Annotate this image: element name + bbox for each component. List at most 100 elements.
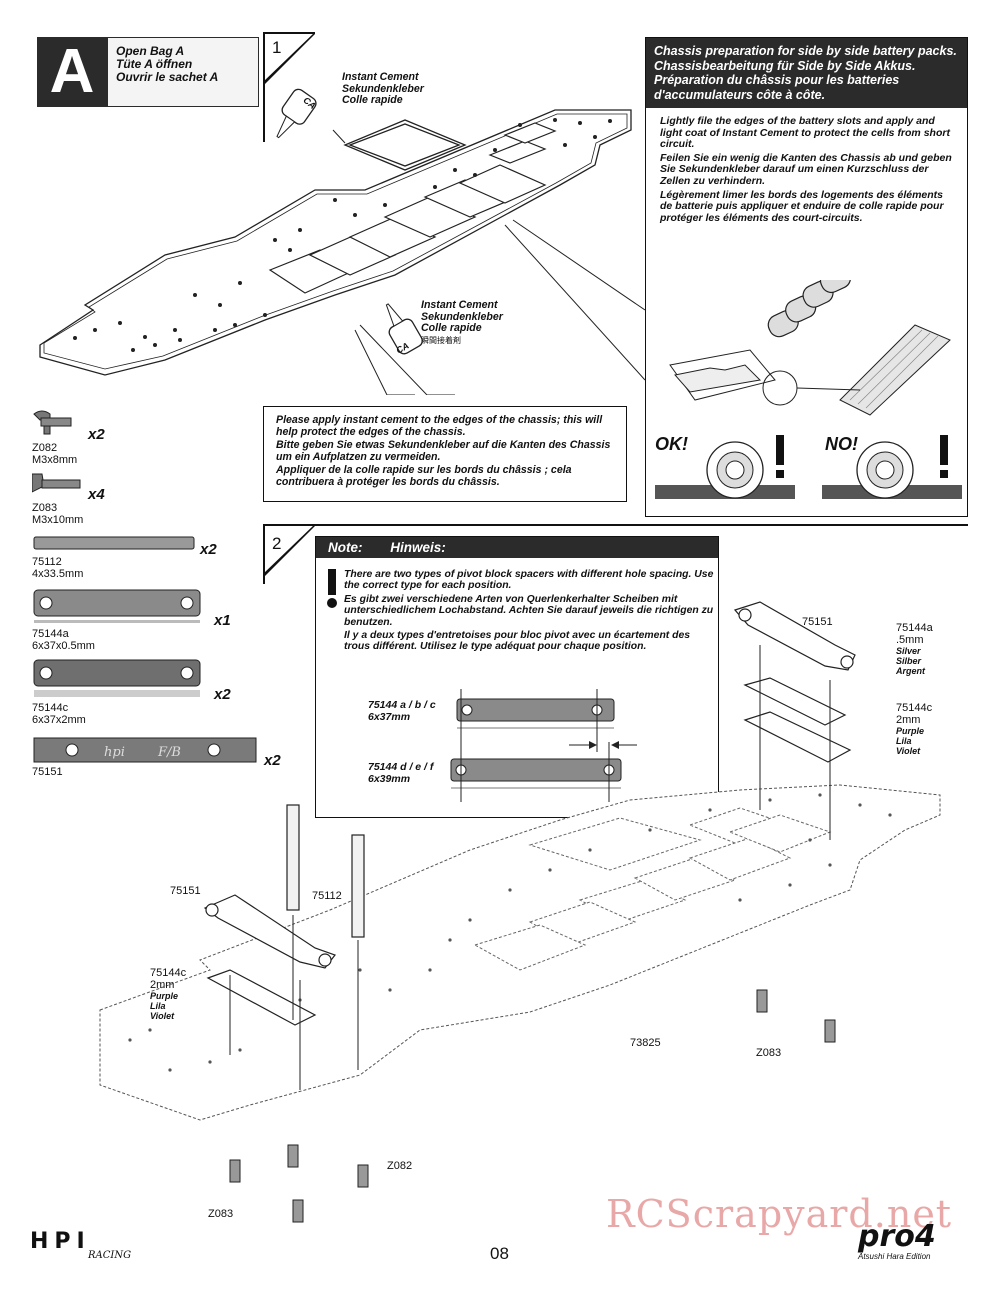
racing-logo-text: RACING — [88, 1250, 132, 1261]
note-head-de: Hinweis: — [390, 540, 446, 555]
part-size-z083: M3x10mm — [32, 514, 84, 526]
ca-label-top: Instant Cement Sekundenkleber Colle rapi… — [342, 71, 424, 107]
bag-header: A Open Bag A Tüte A öffnen Ouvrir le sac… — [37, 37, 259, 107]
ca-top-fr: Colle rapide — [342, 94, 403, 107]
battery-title-fr: Préparation du châssis pour les batterie… — [654, 73, 900, 102]
spacer1-code: 75144 a / b / c — [368, 699, 436, 711]
pro4-logo: pro4 Atsushi Hara Edition — [858, 1219, 936, 1262]
spacer1-label: 75144 a / b / c 6x37mm — [368, 699, 436, 723]
callout-75151-right: 75151 — [802, 616, 833, 628]
c75144c-r-code: 75144c — [896, 702, 933, 714]
c75144a-color-fr: Argent — [896, 666, 925, 676]
spacer1-size: 6x37mm — [368, 711, 411, 723]
c75144c-l-size: 2mm — [150, 979, 175, 991]
note-head-en: Note: — [328, 540, 363, 555]
c75144c-l-color-de: Lila — [150, 1001, 166, 1011]
bag-line-en: Open Bag A — [116, 44, 185, 58]
battery-text-fr: Légèrement limer les bords des logements… — [660, 188, 944, 224]
c75144c-r-size: 2mm — [896, 714, 921, 726]
page-number: 08 — [490, 1244, 509, 1263]
ca-bottom-jp: 瞬間接着剤 — [421, 335, 461, 345]
parts-list: x2 Z082 M3x8mm x4 Z083 M3x10mm x2 75112 … — [32, 410, 282, 790]
callout-75144c-left: 75144c 2mm Purple Lila Violet — [150, 967, 186, 1021]
spacer-comparison-drawing — [450, 689, 637, 802]
part-75151-hpi-mark: hpi — [104, 745, 125, 760]
spacer2-code: 75144 d / e / f — [368, 761, 434, 773]
step2-flag — [263, 524, 968, 584]
hpi-logo-text: HPI — [30, 1229, 91, 1254]
pro4-edition-text: Atsushi Hara Edition — [858, 1252, 931, 1261]
c75144a-color-en: Silver — [896, 646, 921, 656]
part-size-z082: M3x8mm — [32, 454, 78, 466]
screw-z082-icon — [33, 410, 72, 435]
step1-number: 1 — [272, 38, 282, 57]
callout-z083-left: Z083 — [208, 1208, 234, 1220]
step2-assembly-drawing — [99, 601, 941, 1223]
ca-bottom-de: Sekundenkleber — [421, 310, 503, 323]
part-size-75144c: 6x37x2mm — [32, 714, 86, 726]
battery-prep-illustration: OK! NO! — [655, 280, 962, 499]
part-qty-z082: x2 — [88, 426, 105, 443]
part-qty-75112: x2 — [200, 541, 217, 558]
callout-75151-left: 75151 — [170, 885, 201, 897]
spacer-75144a-icon — [33, 589, 201, 623]
note-box: Note: Hinweis: There are two types of pi… — [315, 536, 719, 818]
pivot-block-75151-icon: hpi F/B — [33, 737, 257, 763]
part-code-75112: 75112 — [32, 556, 62, 568]
part-qty-z083: x4 — [88, 486, 105, 503]
bag-letter: A — [49, 37, 95, 106]
chassis-instruction-box: Please apply instant cement to the edges… — [263, 406, 627, 502]
c75144c-l-code: 75144c — [150, 967, 187, 979]
spacer2-label: 75144 d / e / f 6x39mm — [368, 761, 433, 785]
battery-prep-title: Chassis preparation for side by side bat… — [646, 38, 967, 108]
battery-title-de: Chassisbearbeitung für Side by Side Akku… — [654, 58, 916, 73]
ca-label-bottom: Instant Cement Sekundenkleber Colle rapi… — [421, 299, 503, 346]
chassis-text-en: Please apply instant cement to the edges… — [276, 414, 603, 438]
battery-prep-text: Lightly file the edges of the battery sl… — [646, 108, 967, 224]
c75144c-r-color-de: Lila — [896, 736, 912, 746]
ok-label: OK! — [655, 434, 688, 454]
part-code-z082: Z082 — [32, 442, 58, 454]
spacer2-size: 6x39mm — [368, 773, 411, 785]
spacer-75144c-icon — [33, 659, 201, 697]
watermark: RCScrapyard.net — [606, 1192, 953, 1236]
step1-flag — [263, 32, 315, 142]
note-text-en: There are two types of pivot block space… — [344, 569, 714, 592]
part-code-75144a: 75144a — [32, 628, 69, 640]
c75144c-l-color-fr: Violet — [150, 1011, 175, 1021]
screw-z083-icon — [32, 473, 81, 493]
note-header: Note: Hinweis: — [316, 537, 718, 558]
bag-line-de: Tüte A öffnen — [116, 57, 193, 71]
ca-bottom-en: Instant Cement — [421, 299, 498, 311]
battery-text-de: Feilen Sie ein wenig die Kanten des Chas… — [660, 151, 952, 187]
part-size-75112: 4x33.5mm — [32, 568, 84, 580]
callout-75144c-right: 75144c 2mm Purple Lila Violet — [896, 702, 932, 756]
callout-z083-right: Z083 — [756, 1047, 782, 1059]
callout-73825: 73825 — [630, 1037, 661, 1049]
chassis-text-de: Bitte geben Sie etwas Sekundenkleber auf… — [276, 439, 611, 463]
part-qty-75144a: x1 — [214, 612, 231, 629]
part-code-z083: Z083 — [32, 502, 58, 514]
note-text-de: Es gibt zwei verschiedene Arten von Quer… — [344, 593, 714, 628]
part-code-75144c: 75144c — [32, 702, 69, 714]
c75144a-code: 75144a — [896, 622, 933, 634]
battery-prep-panel: Chassis preparation for side by side bat… — [645, 37, 968, 517]
step1-chassis-drawing — [39, 88, 645, 395]
battery-text-en: Lightly file the edges of the battery sl… — [660, 115, 950, 151]
warning-icon — [324, 567, 340, 612]
c75144a-color-de: Silber — [896, 656, 922, 666]
c75144a-size: .5mm — [896, 634, 924, 646]
part-qty-75144c: x2 — [214, 686, 231, 703]
pro4-logo-text: pro4 — [858, 1219, 936, 1254]
chassis-text-fr: Appliquer de la colle rapide sur les bor… — [276, 464, 572, 488]
no-label: NO! — [825, 434, 858, 454]
callout-75144a-right: 75144a .5mm Silver Silber Argent — [896, 622, 933, 676]
part-75151-fb-mark: F/B — [157, 745, 181, 760]
ca-bottom-fr: Colle rapide — [421, 322, 482, 335]
c75144c-r-color-en: Purple — [896, 726, 925, 736]
battery-title-en: Chassis preparation for side by side bat… — [654, 44, 957, 58]
part-size-75144a: 6x37x0.5mm — [32, 640, 95, 652]
callout-z082: Z082 — [387, 1160, 413, 1172]
note-text: There are two types of pivot block space… — [344, 569, 714, 655]
bag-instructions: Open Bag A Tüte A öffnen Ouvrir le sache… — [107, 37, 259, 107]
